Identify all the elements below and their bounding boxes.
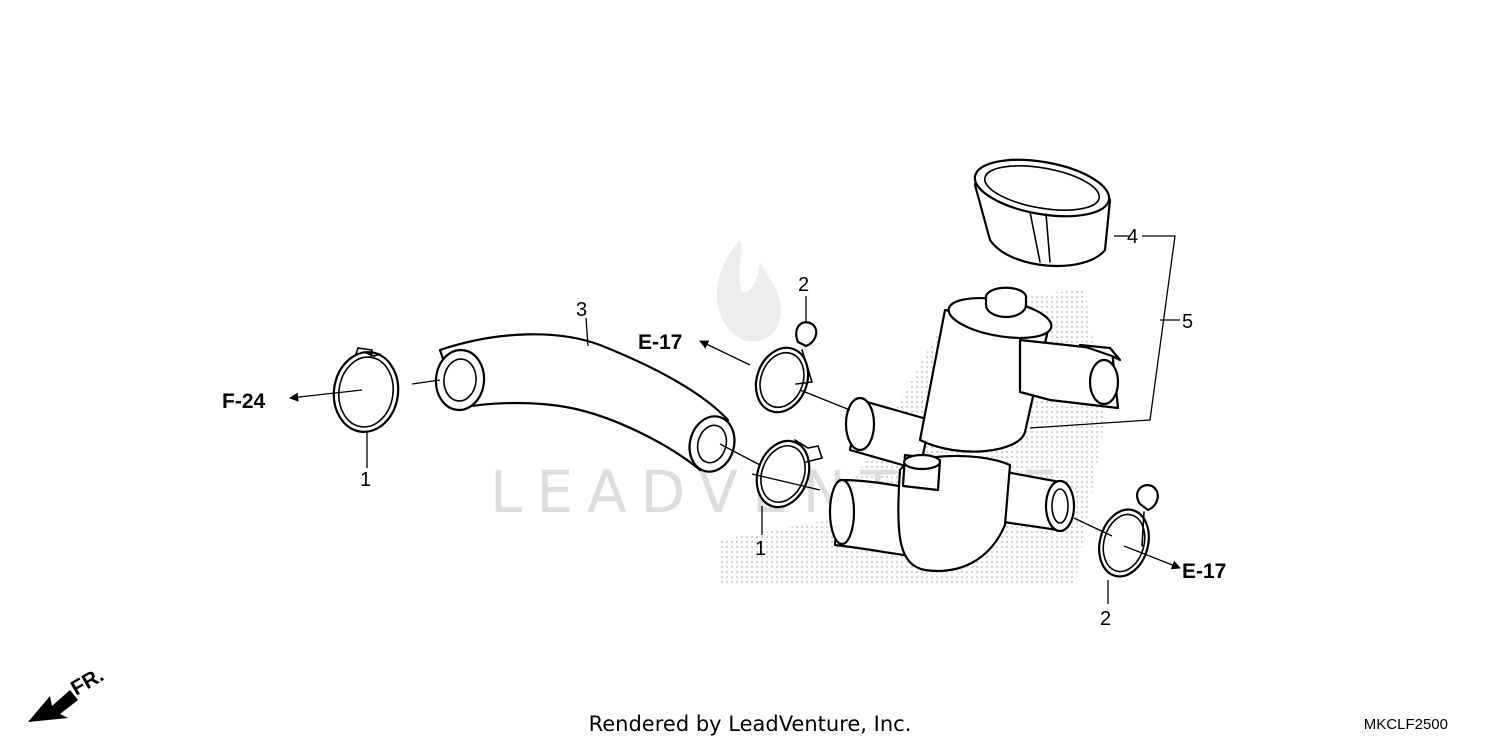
- ref-f24: F-24: [222, 390, 266, 413]
- callout-2-upper: 2: [798, 274, 809, 296]
- rendered-by: Rendered by LeadVenture, Inc.: [588, 712, 912, 736]
- callout-3: 3: [576, 299, 587, 321]
- watermark-flame-icon: [716, 240, 781, 342]
- leader-lines: [289, 235, 1181, 604]
- valve-assembly: [828, 286, 1122, 572]
- clamp-right: [1098, 484, 1159, 578]
- diagram-code: MKCLF2500: [1363, 716, 1448, 733]
- callout-4: 4: [1127, 226, 1138, 248]
- callout-1-left: 1: [360, 469, 371, 491]
- ref-e17-upper: E-17: [638, 331, 682, 354]
- ref-e17-lower: E-17: [1182, 560, 1226, 583]
- front-arrow-icon: [28, 690, 78, 722]
- hose: [434, 333, 736, 473]
- clamp-left: [332, 347, 400, 433]
- cap: [973, 158, 1112, 268]
- callout-5: 5: [1182, 311, 1193, 333]
- callout-1-center: 1: [755, 538, 766, 560]
- callout-2-lower: 2: [1100, 608, 1111, 630]
- clamp-upper: [754, 321, 818, 414]
